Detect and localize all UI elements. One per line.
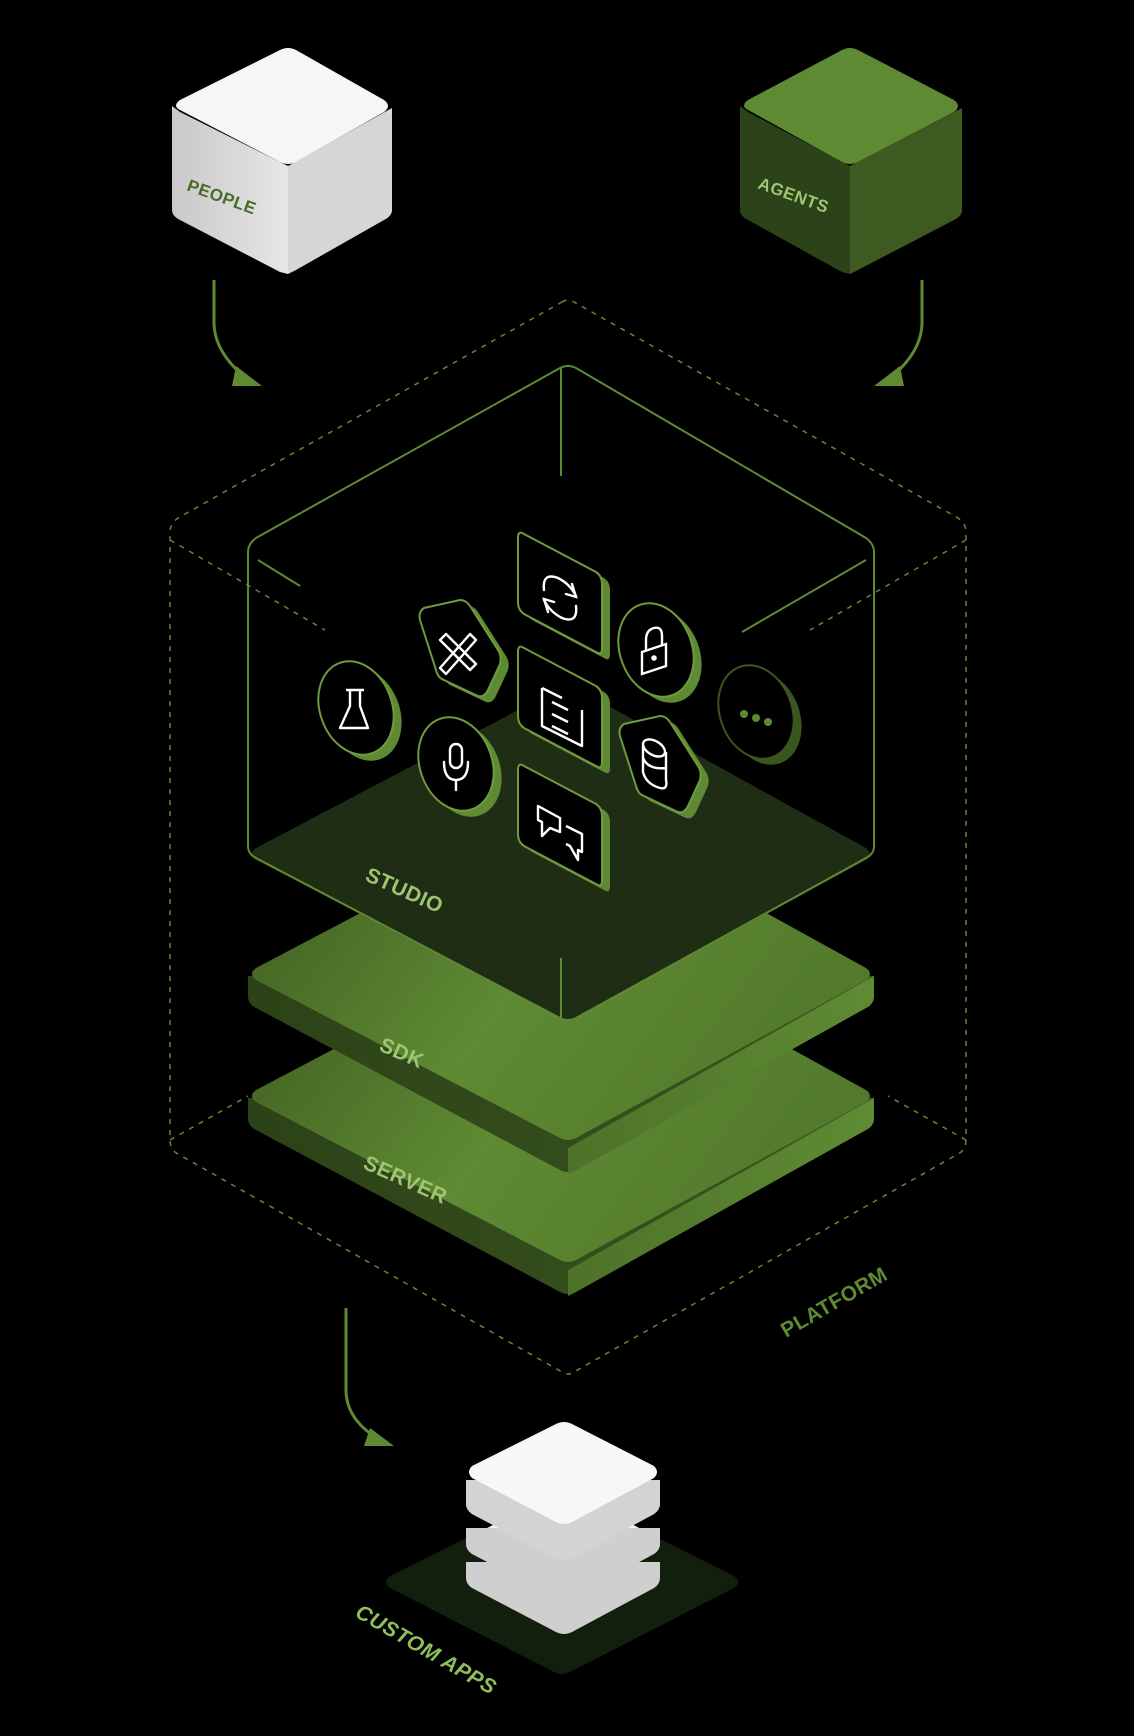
people-cube: PEOPLE	[172, 48, 392, 274]
arrow-platform-to-custom-apps	[344, 1308, 394, 1446]
document-icon	[540, 686, 584, 748]
bandage-tile[interactable]	[418, 598, 509, 703]
arrow-people-to-platform	[212, 280, 262, 386]
flask-icon	[338, 688, 370, 730]
more-icon	[740, 710, 772, 726]
database-icon	[641, 738, 668, 790]
platform-label: PLATFORM	[777, 1263, 892, 1342]
document-tile[interactable]	[517, 645, 610, 774]
lock-icon	[640, 626, 668, 676]
database-tile[interactable]	[618, 714, 709, 819]
custom-apps-stack: CUSTOM APPS	[352, 1422, 738, 1700]
agents-cube: AGENTS	[740, 48, 962, 274]
microphone-tile[interactable]	[406, 707, 514, 828]
flask-tile[interactable]	[306, 651, 414, 772]
more-tile[interactable]	[706, 655, 814, 776]
chat-icon	[536, 804, 584, 862]
arrow-agents-to-platform	[874, 280, 924, 386]
sync-tile[interactable]	[517, 531, 610, 660]
lock-tile[interactable]	[606, 593, 714, 714]
chat-tile[interactable]	[517, 763, 610, 892]
sync-icon	[542, 575, 578, 621]
microphone-icon	[442, 742, 470, 792]
bandage-icon	[438, 632, 478, 676]
